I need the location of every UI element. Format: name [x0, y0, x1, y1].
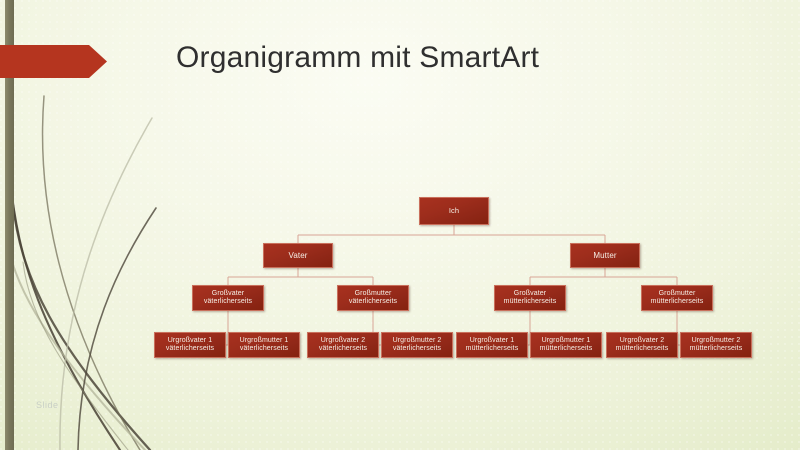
page-title: Organigramm mit SmartArt	[176, 41, 540, 74]
org-node-urgrossvater-2-vaeterlich[interactable]: Urgroßvater 2 väterlicherseits	[307, 332, 379, 358]
org-node-urgrossvater-1-muetterlich[interactable]: Urgroßvater 1 mütterlicherseits	[456, 332, 528, 358]
org-node-urgrossmutter-1-vaeterlich[interactable]: Urgroßmutter 1 väterlicherseits	[228, 332, 300, 358]
org-node-label: Mutter	[593, 250, 617, 260]
org-node-urgrossvater-2-muetterlich[interactable]: Urgroßvater 2 mütterlicherseits	[606, 332, 678, 358]
org-node-grossmutter-muetterlich[interactable]: Großmutter mütterlicherseits	[641, 285, 713, 311]
org-node-urgrossmutter-1-muetterlich[interactable]: Urgroßmutter 1 mütterlicherseits	[530, 332, 602, 358]
org-node-grossvater-vaeterlich[interactable]: Großvater väterlicherseits	[192, 285, 264, 311]
banner-arrow-shape	[0, 45, 107, 78]
org-node-label: Urgroßvater 1 mütterlicherseits	[465, 336, 519, 352]
left-accent-bar	[5, 0, 14, 450]
org-node-mutter[interactable]: Mutter	[570, 243, 640, 268]
org-node-label: Großmutter mütterlicherseits	[650, 289, 704, 305]
org-node-label: Urgroßvater 1 väterlicherseits	[165, 336, 215, 352]
org-node-urgrossmutter-2-vaeterlich[interactable]: Urgroßmutter 2 väterlicherseits	[381, 332, 453, 358]
org-node-urgrossmutter-2-muetterlich[interactable]: Urgroßmutter 2 mütterlicherseits	[680, 332, 752, 358]
org-node-label: Großmutter väterlicherseits	[348, 289, 398, 305]
org-node-label: Urgroßmutter 1 väterlicherseits	[239, 336, 289, 352]
org-node-label: Urgroßvater 2 mütterlicherseits	[615, 336, 669, 352]
org-node-label: Ich	[448, 205, 460, 215]
org-node-label: Urgroßvater 2 väterlicherseits	[318, 336, 368, 352]
org-node-label: Urgroßmutter 2 mütterlicherseits	[689, 336, 743, 352]
org-node-ich[interactable]: Ich	[419, 197, 489, 225]
org-node-label: Großvater mütterlicherseits	[503, 289, 557, 305]
slide-watermark: Slide	[36, 400, 59, 410]
org-node-urgrossvater-1-vaeterlich[interactable]: Urgroßvater 1 väterlicherseits	[154, 332, 226, 358]
org-node-grossmutter-vaeterlich[interactable]: Großmutter väterlicherseits	[337, 285, 409, 311]
org-node-label: Urgroßmutter 2 väterlicherseits	[392, 336, 442, 352]
org-node-vater[interactable]: Vater	[263, 243, 333, 268]
org-node-label: Großvater väterlicherseits	[203, 289, 253, 305]
org-node-label: Urgroßmutter 1 mütterlicherseits	[539, 336, 593, 352]
org-node-grossvater-muetterlich[interactable]: Großvater mütterlicherseits	[494, 285, 566, 311]
org-node-label: Vater	[288, 250, 308, 260]
